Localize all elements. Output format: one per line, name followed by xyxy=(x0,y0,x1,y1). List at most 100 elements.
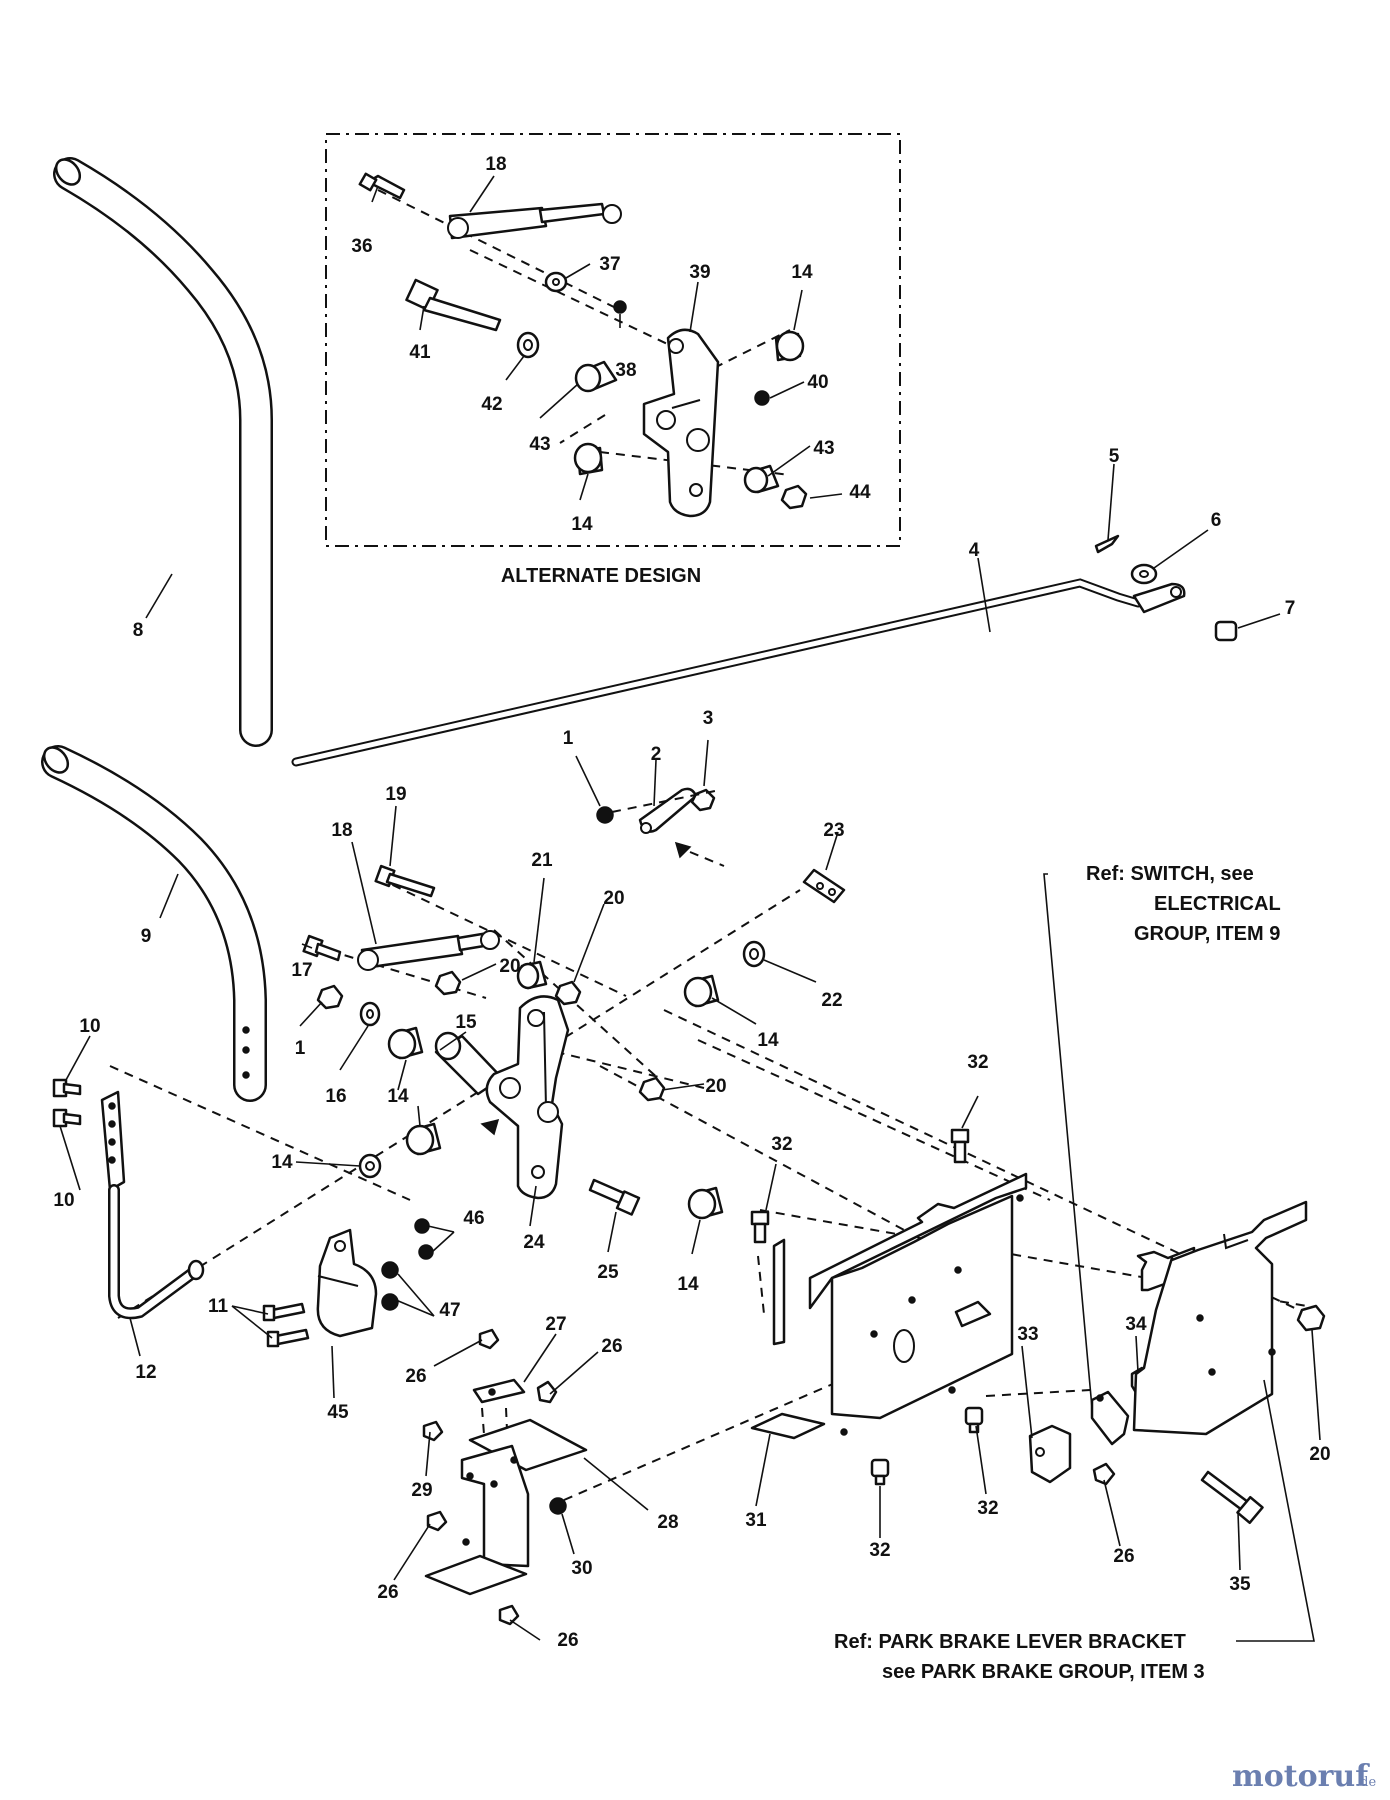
label-38: 38 xyxy=(615,360,636,381)
label-21: 21 xyxy=(531,850,553,871)
screw-29 xyxy=(422,1420,444,1442)
ref-park-brake-line-2: see PARK BRAKE GROUP, ITEM 3 xyxy=(882,1661,1205,1683)
screw-26-d xyxy=(498,1604,520,1626)
nut-44 xyxy=(780,484,808,510)
washer-13 xyxy=(358,1153,382,1179)
nut-1-main xyxy=(316,984,344,1010)
bushing-43-right xyxy=(743,464,780,494)
label-8: 8 xyxy=(133,620,144,641)
bushing-14-inset-bottom xyxy=(573,442,604,476)
label-19: 19 xyxy=(385,784,406,805)
label-41: 41 xyxy=(409,342,431,363)
label-35: 35 xyxy=(1229,1574,1251,1595)
spacer-21 xyxy=(516,960,548,990)
bolt-41 xyxy=(405,278,502,332)
bolt-32-a xyxy=(950,1128,970,1164)
label-11: 11 xyxy=(208,1296,229,1317)
label-27: 27 xyxy=(545,1314,566,1335)
label-26-switch: 26 xyxy=(1113,1546,1134,1567)
screw-26-switch xyxy=(1092,1462,1116,1486)
label-15: 15 xyxy=(455,1012,477,1033)
bolt-35 xyxy=(1200,1470,1264,1525)
label-22: 22 xyxy=(821,990,842,1011)
label-34: 34 xyxy=(1125,1314,1147,1335)
ref-switch-line-3: GROUP, ITEM 9 xyxy=(1134,923,1280,945)
label-26-b: 26 xyxy=(601,1336,622,1357)
label-12: 12 xyxy=(135,1362,156,1383)
washer-42 xyxy=(516,331,540,359)
ref-switch-callout: Ref: SWITCH, see ELECTRICAL GROUP, ITEM … xyxy=(1086,863,1281,945)
label-14-inset-top: 14 xyxy=(791,262,813,283)
label-14-b: 14 xyxy=(387,1086,409,1107)
clip-27 xyxy=(472,1378,526,1404)
label-37: 37 xyxy=(599,254,620,275)
label-10-b: 10 xyxy=(53,1190,74,1211)
label-26-d: 26 xyxy=(557,1630,578,1651)
handle-8 xyxy=(53,157,273,747)
motoruf-watermark: motoruf .de xyxy=(1232,1759,1376,1794)
label-32-c: 32 xyxy=(977,1498,998,1519)
bolt-11-b xyxy=(266,1328,310,1348)
label-6: 6 xyxy=(1211,510,1222,531)
label-33: 33 xyxy=(1017,1324,1038,1345)
ref-switch-line-1: Ref: SWITCH, see xyxy=(1086,863,1254,885)
label-14-a: 14 xyxy=(757,1030,779,1051)
bushing-14-inset-top xyxy=(774,330,805,362)
label-5: 5 xyxy=(1109,446,1120,467)
nut-47-b xyxy=(381,1293,399,1311)
watermark-brand: motoruf xyxy=(1232,1759,1370,1794)
watermark-tld: .de xyxy=(1356,1775,1376,1790)
washer-16 xyxy=(359,1001,381,1027)
bolt-32-c xyxy=(964,1406,984,1434)
label-3: 3 xyxy=(703,708,714,729)
nut-20-d xyxy=(1296,1304,1326,1332)
label-36: 36 xyxy=(351,236,372,257)
label-18-main: 18 xyxy=(331,820,352,841)
nut-46-a xyxy=(414,1218,430,1234)
nut-37 xyxy=(544,271,568,293)
label-17: 17 xyxy=(291,960,312,981)
plate-23 xyxy=(802,868,846,904)
label-42: 42 xyxy=(481,394,502,415)
bolt-17 xyxy=(302,934,342,962)
washer-22 xyxy=(742,940,766,968)
label-40: 40 xyxy=(807,372,828,393)
label-26-a: 26 xyxy=(405,1366,426,1387)
alternate-design-frame xyxy=(325,133,901,547)
label-14-inset-bottom: 14 xyxy=(571,514,593,535)
bolt-25 xyxy=(588,1178,641,1216)
screw-26-a xyxy=(478,1328,500,1350)
bolt-32-b xyxy=(750,1210,770,1244)
bracket-28 xyxy=(424,1418,588,1596)
label-4: 4 xyxy=(969,540,980,561)
nut-30 xyxy=(549,1497,567,1515)
nut-20-a xyxy=(554,980,582,1006)
label-32-b: 32 xyxy=(771,1134,792,1155)
label-43-left: 43 xyxy=(529,434,550,455)
gas-spring-18-inset xyxy=(447,202,622,240)
nut-20-b xyxy=(434,970,462,996)
lever-bracket-24 xyxy=(485,995,570,1200)
alternate-design-title: ALTERNATE DESIGN xyxy=(501,565,701,587)
bolt-36 xyxy=(358,172,406,200)
label-26-c: 26 xyxy=(377,1582,398,1603)
label-18-inset: 18 xyxy=(485,154,506,175)
label-20-c: 20 xyxy=(705,1076,726,1097)
ref-park-brake-line-1: Ref: PARK BRAKE LEVER BRACKET xyxy=(834,1631,1186,1653)
label-31: 31 xyxy=(745,1510,767,1531)
label-20-d: 20 xyxy=(1309,1444,1330,1465)
bolt-32-d xyxy=(870,1458,890,1486)
label-16: 16 xyxy=(325,1086,346,1107)
label-46: 46 xyxy=(463,1208,484,1229)
label-32-a: 32 xyxy=(967,1052,988,1073)
bolt-11-a xyxy=(262,1302,306,1322)
bushing-14-b xyxy=(387,1026,424,1060)
label-45: 45 xyxy=(327,1402,349,1423)
nut-7 xyxy=(1214,620,1238,642)
ref-switch-line-2: ELECTRICAL xyxy=(1154,893,1281,915)
switch xyxy=(1090,1390,1130,1446)
label-2: 2 xyxy=(651,744,662,765)
label-7: 7 xyxy=(1285,598,1296,619)
nut-20-c xyxy=(638,1076,666,1102)
